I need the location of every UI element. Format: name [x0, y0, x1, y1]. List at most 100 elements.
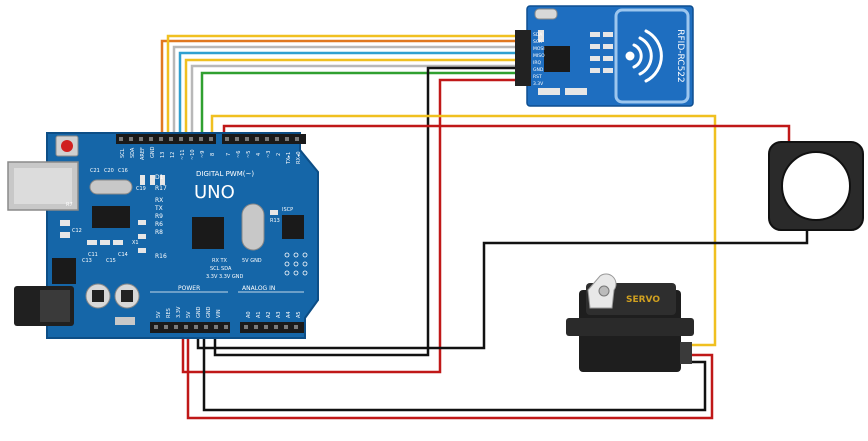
svg-text:X1: X1 [132, 240, 139, 246]
digital-header-left [116, 134, 216, 144]
arduino-uno: SCL SDA AREF GND 13 12 ~11 ~10 ~9 8 7 ~6… [7, 132, 319, 339]
svg-text:R9: R9 [155, 213, 163, 220]
svg-text:2: 2 [276, 153, 282, 156]
svg-text:~5: ~5 [246, 151, 252, 158]
iscp-header [282, 215, 304, 239]
power-label: POWER [178, 285, 200, 292]
svg-text:C20: C20 [104, 168, 114, 174]
servo-motor: SERVO [566, 273, 694, 372]
svg-text:4: 4 [256, 153, 262, 156]
wire-servo-ground [202, 335, 707, 412]
wire-white-1 [172, 45, 517, 137]
svg-text:R7: R7 [66, 202, 73, 208]
wire-rfid-vcc [181, 78, 517, 374]
svg-text:R16: R16 [155, 253, 167, 260]
svg-text:A3: A3 [276, 311, 282, 318]
svg-text:TX▸1: TX▸1 [286, 152, 292, 165]
wire-buzzer-negative [196, 230, 809, 350]
svg-text:A4: A4 [286, 311, 292, 318]
usb-chip [92, 206, 130, 228]
wire-buzzer-positive [222, 124, 791, 142]
svg-text:~9: ~9 [200, 151, 206, 158]
svg-text:3.3V: 3.3V [176, 306, 182, 318]
svg-text:A1: A1 [256, 311, 262, 318]
svg-text:MISO: MISO [533, 53, 545, 59]
led-labels: D1 R17 RX TX R9 R6 R8 R16 [154, 174, 167, 260]
svg-text:GND: GND [533, 67, 544, 73]
svg-text:SCL SDA: SCL SDA [210, 266, 232, 272]
component-labels: C21 C20 C16 C19 R7 C13 C15 C12 C11 C14 X… [66, 168, 280, 280]
power-pin-labels: 5V RES 3.3V 5V GND GND VIN [156, 306, 222, 318]
wire-servo-signal [210, 114, 717, 347]
svg-text:A5: A5 [296, 311, 302, 318]
svg-text:C12: C12 [72, 228, 82, 234]
svg-text:RX◂0: RX◂0 [296, 151, 302, 164]
svg-text:RX: RX [155, 197, 163, 204]
rfid-wave-icon [625, 29, 663, 83]
rfid-antenna [614, 8, 690, 104]
svg-text:A0: A0 [246, 311, 252, 318]
rfid-crystal [534, 8, 558, 20]
digital-header-right [222, 134, 306, 144]
capacitors [85, 283, 140, 309]
pin-grid [284, 252, 308, 276]
analog-pin-labels: A0 A1 A2 A3 A4 A5 [246, 311, 302, 318]
svg-text:~11: ~11 [180, 149, 186, 160]
svg-text:5V: 5V [156, 311, 162, 318]
svg-text:5V GND: 5V GND [242, 258, 262, 264]
svg-text:RST: RST [533, 74, 542, 80]
svg-text:GND: GND [196, 306, 202, 318]
svg-text:D1: D1 [155, 174, 164, 181]
digital-pin-labels: SCL SDA AREF GND 13 12 ~11 ~10 ~9 8 7 ~6… [120, 146, 302, 165]
crystal [89, 179, 133, 195]
svg-text:SCK: SCK [533, 39, 543, 45]
svg-text:R17: R17 [155, 185, 167, 192]
rfid-header [515, 30, 531, 86]
svg-text:GND: GND [206, 306, 212, 318]
analog-header [240, 322, 304, 333]
svg-text:SDA: SDA [130, 147, 136, 158]
svg-text:AREF: AREF [140, 147, 146, 160]
servo-label: SERVO [626, 295, 660, 305]
wire-servo-power [186, 335, 714, 420]
svg-text:8: 8 [210, 153, 216, 156]
svg-text:GND: GND [150, 146, 156, 158]
wire-yellow-2 [184, 58, 517, 137]
svg-text:R8: R8 [155, 229, 163, 236]
svg-text:5V: 5V [186, 311, 192, 318]
svg-text:3.3V 3.3V GND: 3.3V 3.3V GND [206, 274, 244, 280]
svg-text:C21: C21 [90, 168, 100, 174]
power-header [150, 322, 230, 333]
svg-text:TX: TX [154, 205, 163, 212]
svg-text:A2: A2 [266, 311, 272, 318]
digital-pwm-label: DIGITAL PWM(~) [196, 170, 254, 178]
svg-text:MOSI: MOSI [533, 46, 545, 52]
analog-label: ANALOG IN [242, 285, 275, 292]
servo-mount [566, 318, 694, 336]
svg-text:SCL: SCL [120, 148, 126, 158]
rfid-module: RFID-RC522 SDA SCK MOSI MISO IRQ GND RST… [515, 5, 694, 107]
buzzer [768, 141, 864, 231]
svg-text:IRQ: IRQ [533, 60, 541, 66]
arduino-board [46, 132, 319, 339]
wire-green [200, 71, 517, 137]
voltage-regulator [52, 258, 76, 284]
board-model: UNO [194, 182, 235, 203]
svg-text:SDA: SDA [533, 32, 543, 38]
svg-text:C13: C13 [82, 258, 92, 264]
wires [160, 34, 809, 420]
svg-text:C11: C11 [88, 252, 98, 258]
svg-text:13: 13 [160, 152, 166, 158]
svg-text:12: 12 [170, 152, 176, 158]
rfid-pin-labels: SDA SCK MOSI MISO IRQ GND RST 3.3V [533, 32, 545, 87]
svg-text:C16: C16 [118, 168, 128, 174]
wire-orange [160, 39, 517, 137]
mcu-chip [192, 217, 224, 249]
rfid-label: RFID-RC522 [675, 29, 685, 83]
wire-white-2 [190, 64, 517, 137]
svg-text:~10: ~10 [190, 149, 196, 160]
buzzer-membrane [781, 151, 851, 221]
svg-text:VIN: VIN [216, 309, 222, 318]
iscp-label: ISCP [282, 207, 293, 213]
